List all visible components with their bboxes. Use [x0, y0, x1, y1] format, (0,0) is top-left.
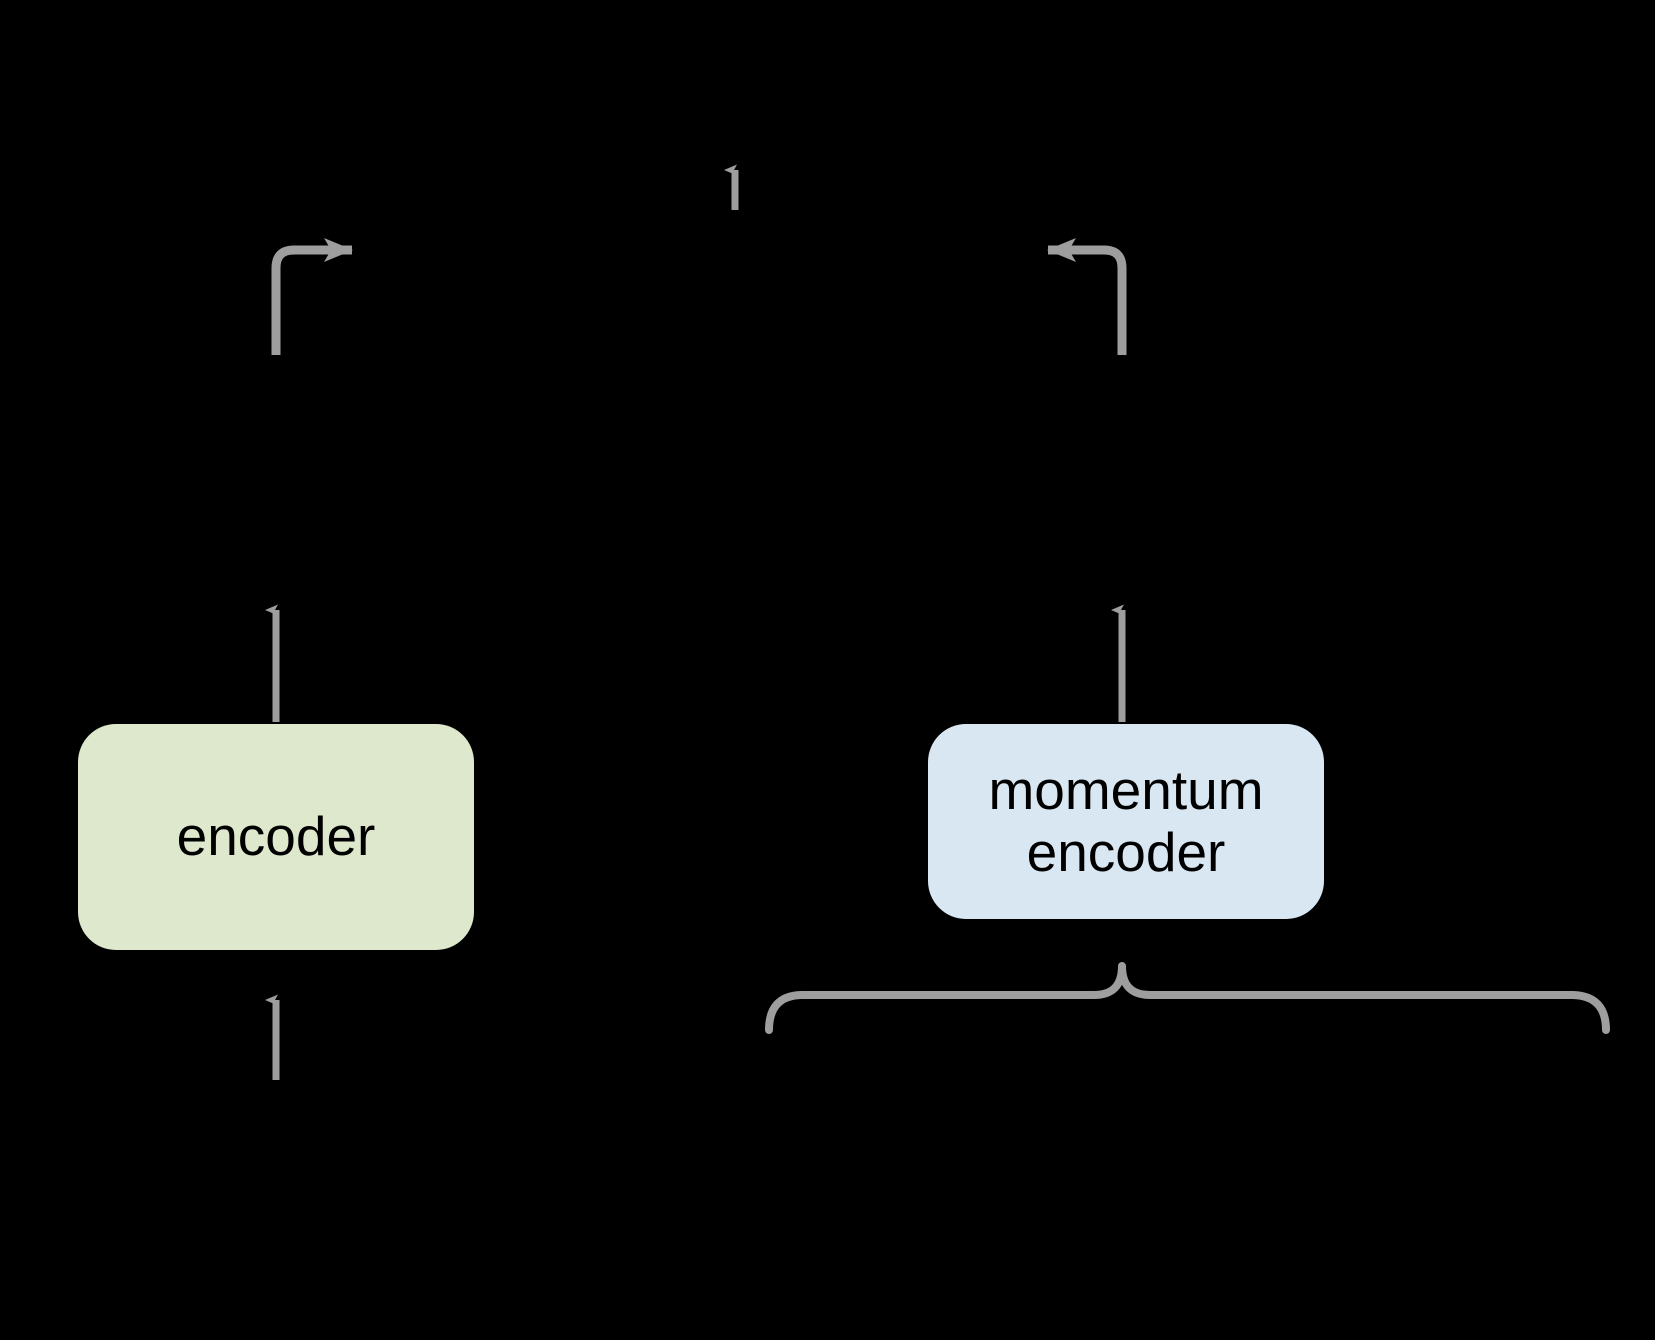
- brace-under-momentum-encoder: [765, 962, 1610, 1034]
- momentum-encoder-node-label: momentum encoder: [988, 758, 1264, 883]
- encoder-node-label: encoder: [176, 805, 376, 868]
- momentum-encoder-node[interactable]: momentum encoder: [928, 724, 1324, 919]
- encoder-node[interactable]: encoder: [78, 724, 474, 950]
- arrow-encoder-to-center: [271, 238, 353, 355]
- arrow-momentum-to-center: [1047, 238, 1127, 355]
